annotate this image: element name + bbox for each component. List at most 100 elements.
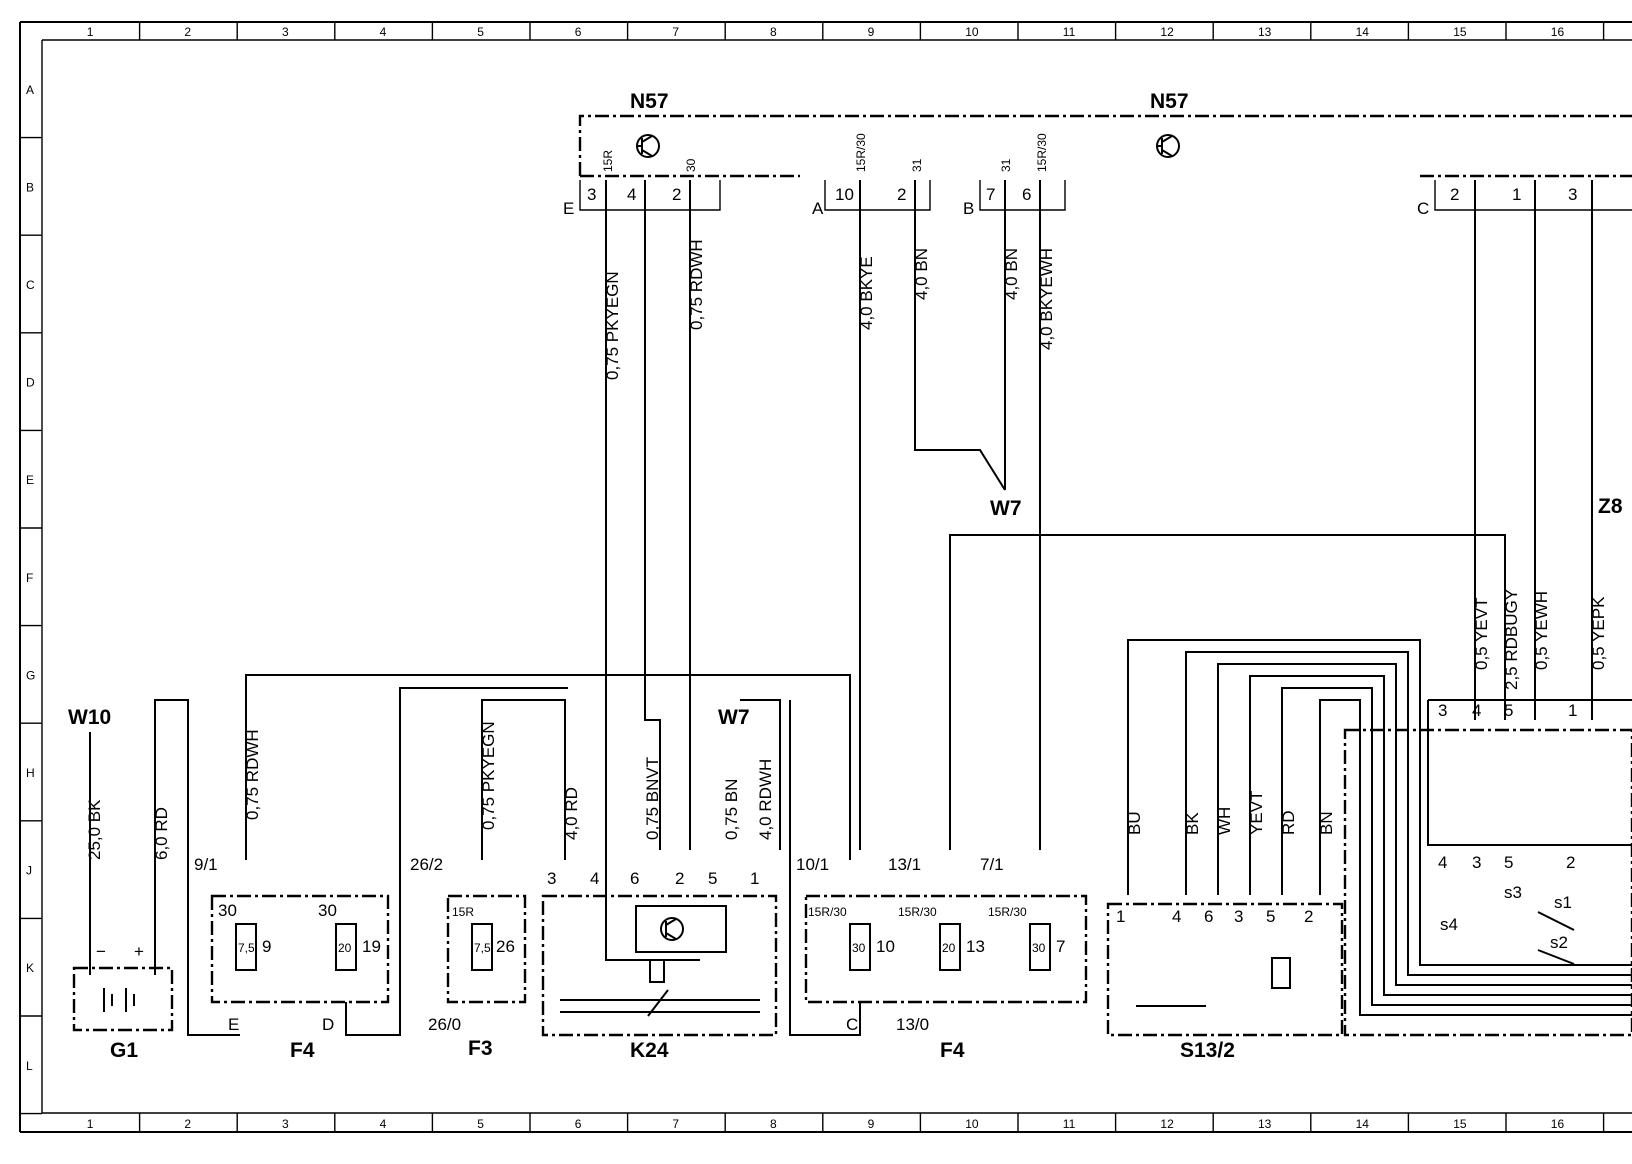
grid-row-label: F bbox=[26, 571, 33, 585]
wire-label: 0,75 PKYEGN bbox=[603, 271, 622, 380]
fuse-rating: 30 bbox=[1032, 941, 1046, 955]
grid-column-label: 15 bbox=[1453, 1117, 1467, 1131]
fuse-num: 7 bbox=[1056, 937, 1065, 956]
wire-label: 0,75 RDWH bbox=[243, 729, 262, 820]
grid-column-label: 1 bbox=[87, 25, 94, 39]
pin-r5: 5 bbox=[1504, 701, 1513, 720]
grid-column-label: 7 bbox=[672, 1117, 679, 1131]
pin-e2: 2 bbox=[672, 185, 681, 204]
fuse-term: 15R/30 bbox=[988, 905, 1027, 919]
switch-s4: s4 bbox=[1440, 915, 1458, 934]
fuse-rating: 30 bbox=[852, 941, 866, 955]
pin-s1: 1 bbox=[1116, 907, 1125, 926]
grid-column-label: 2 bbox=[184, 25, 191, 39]
g1-battery: W10 25,0 BK 6,0 RD − + G1 bbox=[68, 699, 240, 1062]
pin-r1: 1 bbox=[1568, 701, 1577, 720]
fuse-term: 15R/30 bbox=[808, 905, 847, 919]
pin-a10: 10 bbox=[835, 185, 854, 204]
wire-label: 2,5 RDBUGY bbox=[1502, 589, 1521, 690]
grid-column-label: 13 bbox=[1258, 25, 1272, 39]
grid-column-label: 15 bbox=[1453, 25, 1467, 39]
connector-c: C bbox=[1417, 199, 1429, 218]
grid-row-label: J bbox=[26, 864, 32, 878]
term-15r30-a: 15R/30 bbox=[854, 133, 868, 172]
term-15r30-b: 15R/30 bbox=[1035, 133, 1049, 172]
pin-k24-3: 3 bbox=[547, 869, 556, 888]
n57-left-label: N57 bbox=[630, 90, 669, 113]
wire-label: 4,0 BKYEWH bbox=[1037, 248, 1056, 350]
term-31-a: 31 bbox=[910, 158, 924, 172]
pin-c3: 3 bbox=[1568, 185, 1577, 204]
transistor-icon bbox=[1156, 134, 1180, 158]
wire-label: 0,75 PKYEGN bbox=[479, 721, 498, 830]
grid-column-label: 3 bbox=[282, 25, 289, 39]
f4-right-label: F4 bbox=[940, 1039, 965, 1062]
pin-j5: 5 bbox=[1504, 853, 1513, 872]
grid-column-label: 2 bbox=[184, 1117, 191, 1131]
transistor-icon bbox=[660, 917, 684, 941]
fuse-term: 30 bbox=[218, 901, 237, 920]
fuse-num: 26 bbox=[496, 937, 515, 956]
fuse-rating: 7,5 bbox=[238, 941, 255, 955]
fuse-rating: 7,5 bbox=[474, 941, 491, 955]
wire-label: 0,75 RDWH bbox=[687, 239, 706, 330]
grid-column-label: 16 bbox=[1551, 1117, 1565, 1131]
fuse-rating: 20 bbox=[942, 941, 956, 955]
grid-column-label: 4 bbox=[380, 1117, 387, 1131]
s13-2-switch: BU BK WH YEVT RD BN 1 4 6 3 5 2 S13/2 bbox=[1106, 639, 1632, 1062]
wire-label: 0,5 YEWH bbox=[1532, 591, 1551, 670]
fuse-term: 15R bbox=[452, 905, 474, 919]
fuse-num: 10 bbox=[876, 937, 895, 956]
wire-label: 0,5 YEVT bbox=[1472, 598, 1491, 670]
connector-e: E bbox=[563, 199, 574, 218]
pin-s4: 4 bbox=[1172, 907, 1181, 926]
wire-label: 4,0 BN bbox=[912, 248, 931, 300]
grid-column-label: 6 bbox=[575, 25, 582, 39]
connector-a: A bbox=[812, 199, 824, 218]
switch-s2: s2 bbox=[1550, 933, 1568, 952]
grid-column-label: 10 bbox=[965, 25, 979, 39]
grid-column-label: 1 bbox=[87, 1117, 94, 1131]
fuse-term: 30 bbox=[318, 901, 337, 920]
grid-column-label: 7 bbox=[672, 25, 679, 39]
f3: 0,75 PKYEGN 26/2 15R 7,5 26 26/0 F3 4,0 … bbox=[410, 699, 581, 1060]
n57-right-label: N57 bbox=[1150, 90, 1189, 113]
g1-label: G1 bbox=[110, 1039, 138, 1062]
pin-e3: 3 bbox=[587, 185, 596, 204]
connector-c: C bbox=[846, 1015, 858, 1034]
connector-e: E bbox=[228, 1015, 239, 1034]
f4-right: 10/1 13/1 7/1 15R/30 30 10 15R/30 20 13 … bbox=[789, 700, 1088, 1062]
w7-mid-label: W7 bbox=[990, 497, 1022, 520]
wire-label: YEVT bbox=[1247, 791, 1266, 835]
grid-column-label: 11 bbox=[1063, 25, 1076, 39]
fuse-bottom: 13/0 bbox=[896, 1015, 929, 1034]
grid-row-label: E bbox=[26, 473, 34, 487]
grid-column-label: 10 bbox=[965, 1117, 979, 1131]
wire-label: 0,5 YEPK bbox=[1589, 596, 1608, 670]
wire-label: BU bbox=[1125, 811, 1144, 835]
pin-s6: 6 bbox=[1204, 907, 1213, 926]
grid-column-label: 3 bbox=[282, 1117, 289, 1131]
wire-label: 6,0 RD bbox=[152, 807, 171, 860]
s13-2-label: S13/2 bbox=[1180, 1039, 1235, 1062]
fuse-rating: 20 bbox=[338, 941, 352, 955]
wire-label: WH bbox=[1215, 807, 1234, 835]
wire-label: 4,0 RD bbox=[562, 787, 581, 840]
n57-module: N57 N57 E 3 4 2 15R 30 A 10 2 15R/30 31 … bbox=[563, 90, 1632, 218]
z8-label: Z8 bbox=[1598, 495, 1623, 518]
grid-column-label: 5 bbox=[477, 25, 484, 39]
grid-column-label: 16 bbox=[1551, 25, 1565, 39]
k24-label: K24 bbox=[630, 1039, 669, 1062]
pin-j3: 3 bbox=[1472, 853, 1481, 872]
grid-column-label: 14 bbox=[1356, 1117, 1370, 1131]
wire-label: 0,75 BN bbox=[722, 779, 741, 840]
g1-minus: − bbox=[96, 942, 106, 961]
fuse-label: 13/1 bbox=[888, 855, 921, 874]
fuse-num: 9 bbox=[262, 937, 271, 956]
f3-label: F3 bbox=[468, 1037, 493, 1060]
pin-s2: 2 bbox=[1304, 907, 1313, 926]
frame: 1122334455667788991010111112121313141415… bbox=[19, 21, 1632, 1133]
connector-b: B bbox=[963, 199, 974, 218]
fuse-label: 10/1 bbox=[796, 855, 829, 874]
wire-label: BK bbox=[1183, 812, 1202, 835]
